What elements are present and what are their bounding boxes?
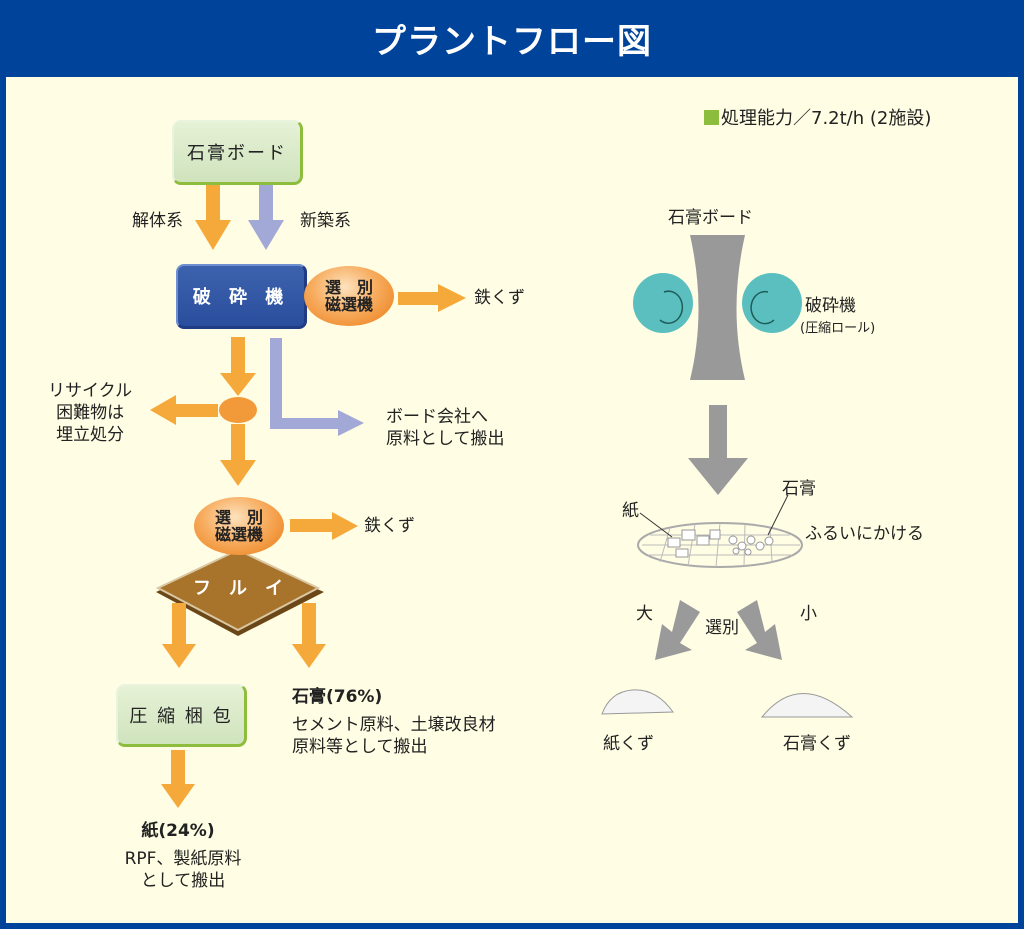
roll-right [742, 273, 802, 333]
gypsum-board-box: 石膏ボード [172, 120, 303, 185]
arrow-board-company [270, 338, 364, 436]
paper-pieces [667, 529, 721, 558]
gypsum-board-shape [690, 235, 745, 380]
gypsum-pointer [767, 494, 789, 536]
illus-small-label: 小 [800, 604, 817, 624]
arrow-large [655, 600, 700, 660]
arrow-to-sieve [688, 405, 748, 495]
page-title: プラントフロー図 [372, 21, 652, 62]
illus-crusher-sub: (圧縮ロール) [800, 321, 876, 336]
illus-gypsum-label: 石膏 [782, 479, 816, 499]
arrow-to-gypsum [292, 603, 326, 668]
illus-sieve-label: ふるいにかける [805, 524, 924, 544]
arrow-crusher-down [220, 337, 256, 396]
illus-crusher-label: 破砕機 [805, 296, 856, 316]
arrow-to-compress [162, 603, 196, 668]
paper-scrap-pile [601, 689, 674, 715]
gypsum-pieces [728, 535, 774, 556]
iron-scrap-label-2: 鉄くず [364, 516, 415, 536]
junction-ellipse [219, 397, 257, 423]
paper-output-desc: RPF、製紙原料として搬出 [124, 849, 242, 891]
arrow-to-paper [161, 750, 195, 808]
paper-pointer [639, 512, 673, 538]
arrow-iron-scrap-2 [290, 512, 358, 540]
crusher-box: 破 砕 機 [176, 264, 307, 329]
arrow-new-construction [248, 185, 284, 250]
sieve-label: フ ル イ [193, 578, 283, 599]
paper-output-title: 紙(24%) [141, 821, 215, 841]
arrow-landfill [150, 395, 218, 425]
gypsum-output-title: 石膏(76%) [292, 687, 383, 707]
iron-scrap-label-1: 鉄くず [474, 288, 525, 308]
illus-paper-scrap-label: 紙くず [603, 734, 654, 754]
roll-left [633, 273, 693, 333]
illus-sort-label: 選別 [705, 618, 739, 638]
capacity-marker [704, 110, 719, 125]
illus-large-label: 大 [636, 604, 653, 624]
demolition-label: 解体系 [132, 211, 183, 231]
magnet-separator-2: 選 別磁選機 [194, 497, 284, 555]
arrow-iron-scrap-1 [398, 284, 466, 312]
illus-paper-label: 紙 [622, 501, 639, 521]
arrow-small [737, 600, 782, 660]
compress-box: 圧 縮 梱 包 [116, 684, 247, 747]
capacity-label: 処理能力／7.2t/h (2施設) [704, 108, 931, 130]
new-construction-label: 新築系 [300, 211, 351, 231]
landfill-label: リサイクル困難物は埋立処分 [48, 381, 133, 445]
illus-gypsum-board-label: 石膏ボード [668, 208, 753, 228]
magnet-separator-1: 選 別磁選機 [304, 266, 394, 326]
illus-gypsum-scrap-label: 石膏くず [783, 734, 851, 754]
arrow-demolition [195, 185, 231, 250]
arrow-junction-down [220, 424, 256, 486]
sieve-diamond [155, 548, 321, 632]
gypsum-scrap-pile [760, 693, 854, 718]
gypsum-output-desc: セメント原料、土壌改良材原料等として搬出 [292, 715, 496, 757]
board-company-label: ボード会社へ原料として搬出 [386, 407, 505, 449]
